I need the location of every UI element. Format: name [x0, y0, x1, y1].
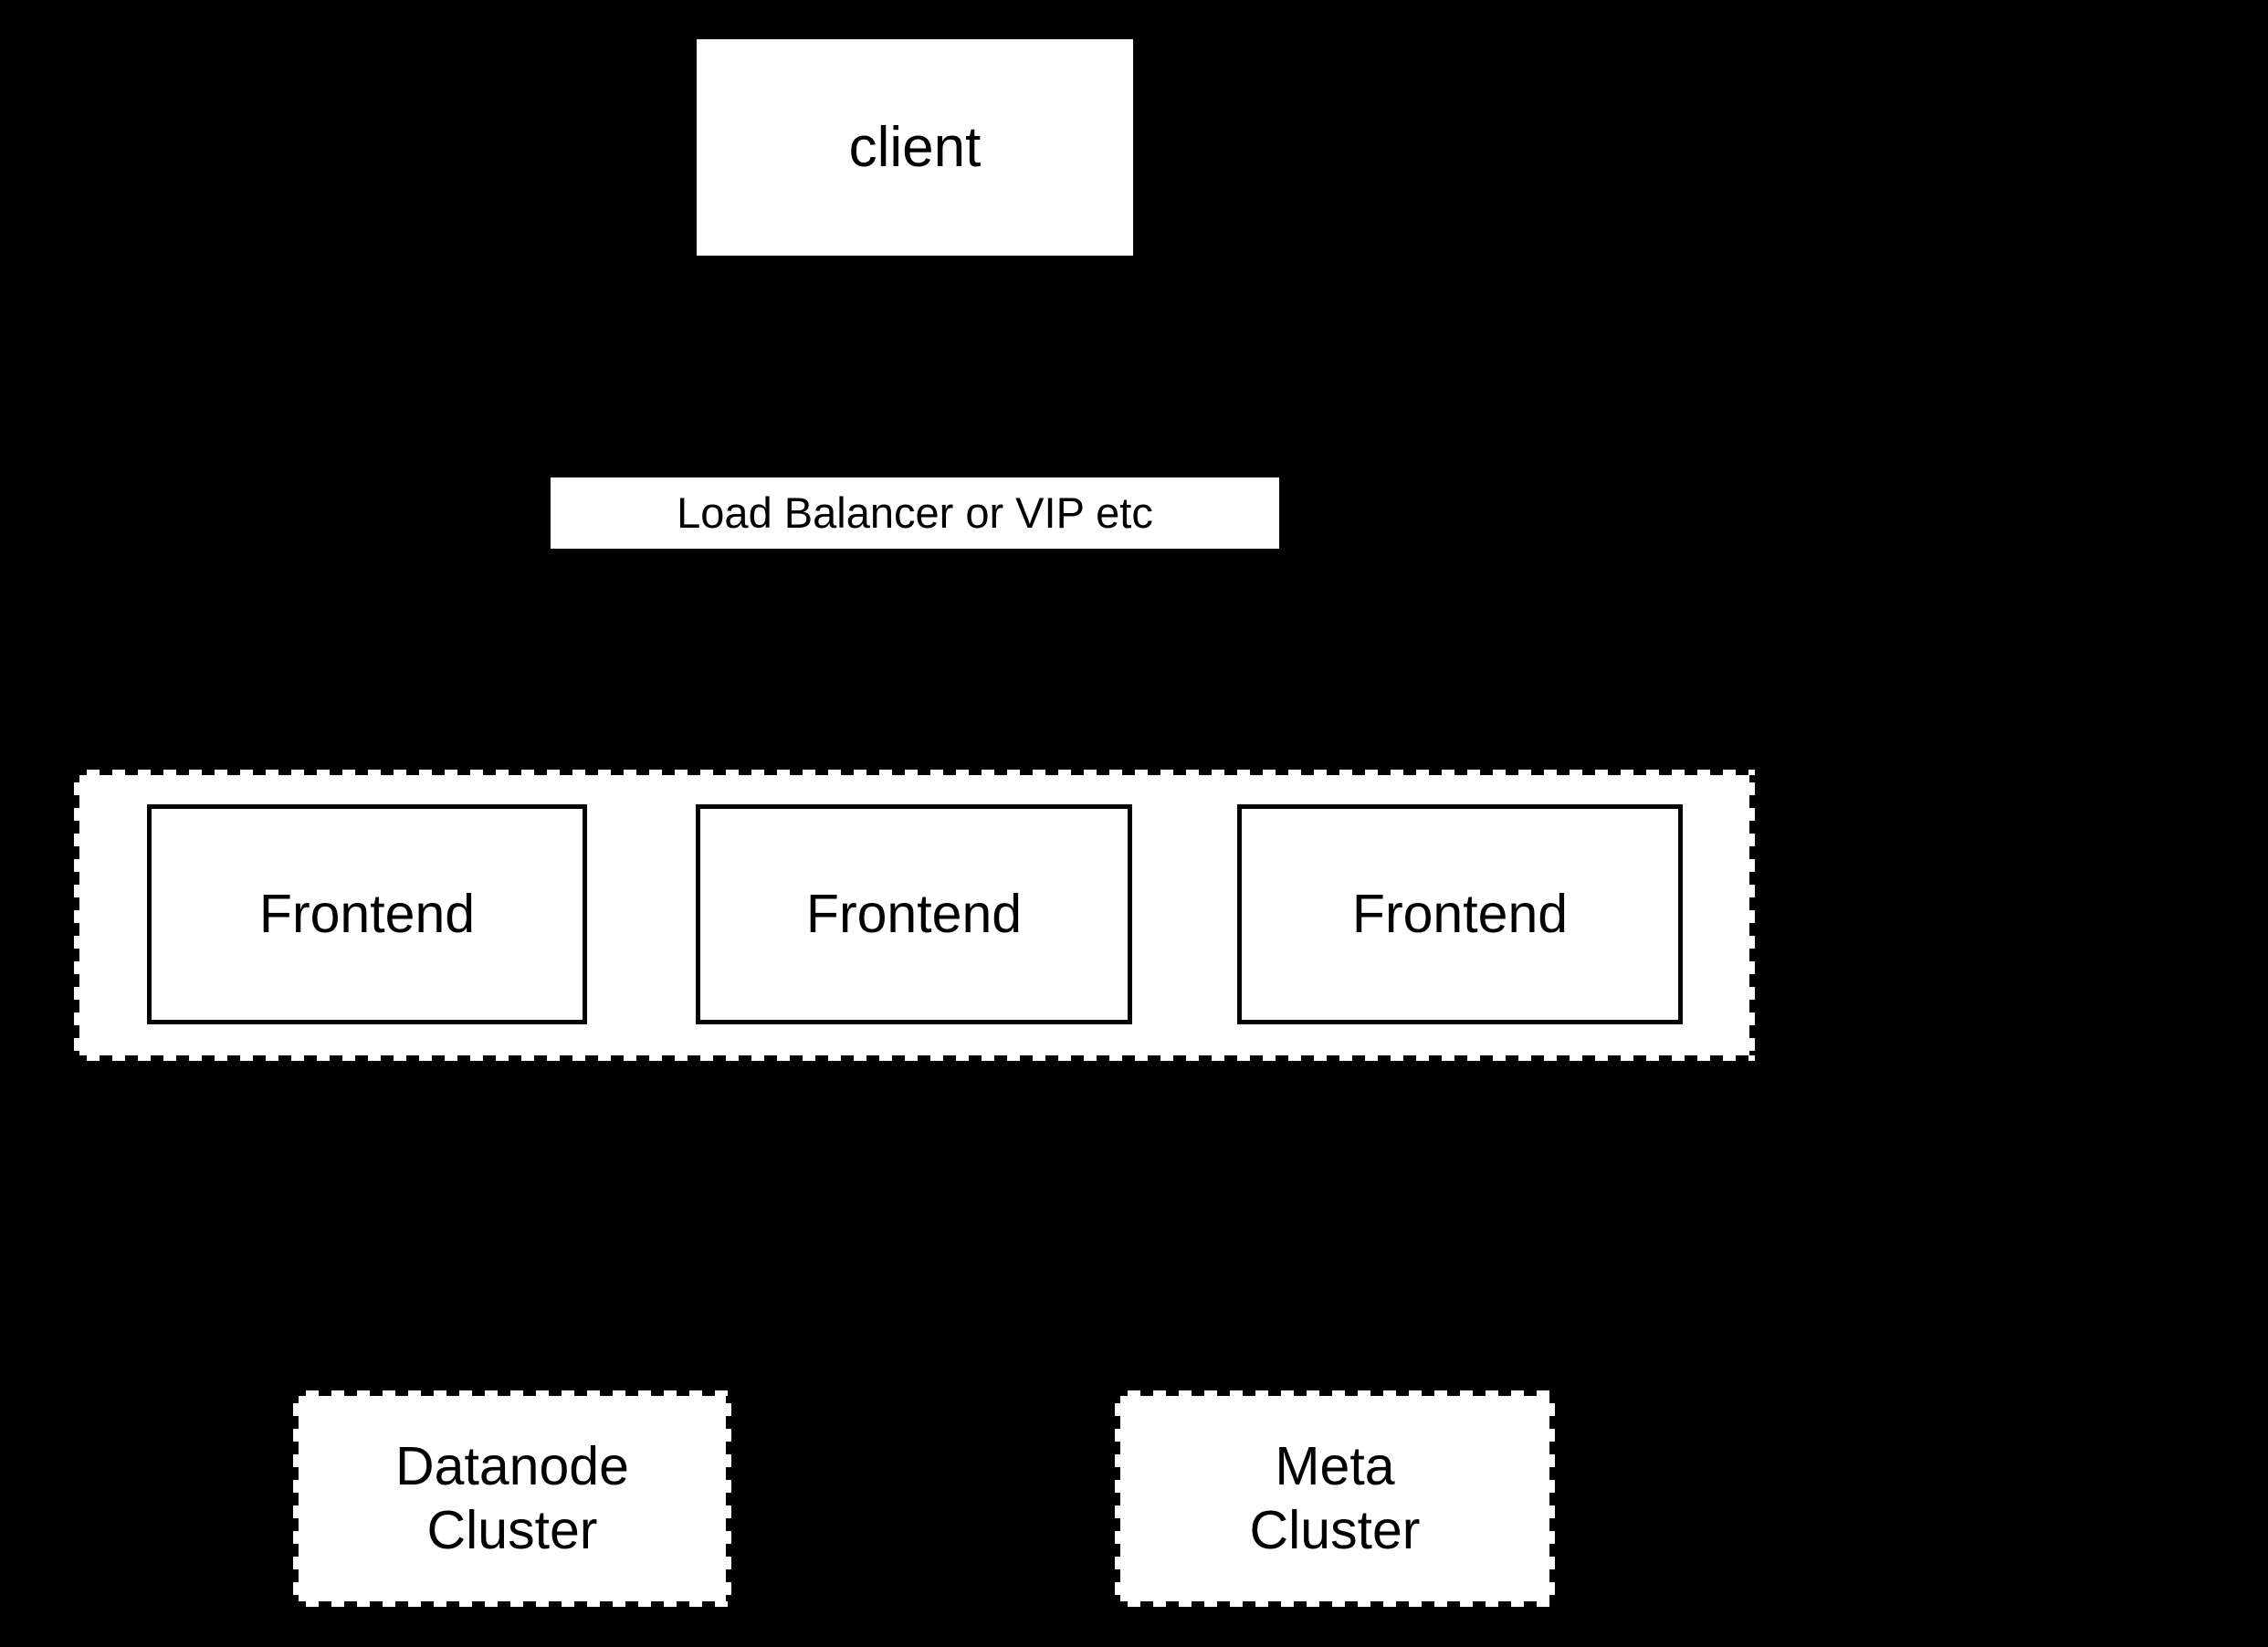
datanode-cluster-node[interactable]: Datanode Cluster	[293, 1390, 731, 1607]
meta-cluster-node[interactable]: Meta Cluster	[1115, 1390, 1555, 1607]
frontend-node-2[interactable]: Frontend	[696, 804, 1132, 1024]
load-balancer-node[interactable]: Load Balancer or VIP etc	[551, 477, 1279, 549]
frontend-node-3[interactable]: Frontend	[1237, 804, 1683, 1024]
client-node[interactable]: client	[697, 39, 1133, 256]
frontend-node-1[interactable]: Frontend	[147, 804, 587, 1024]
